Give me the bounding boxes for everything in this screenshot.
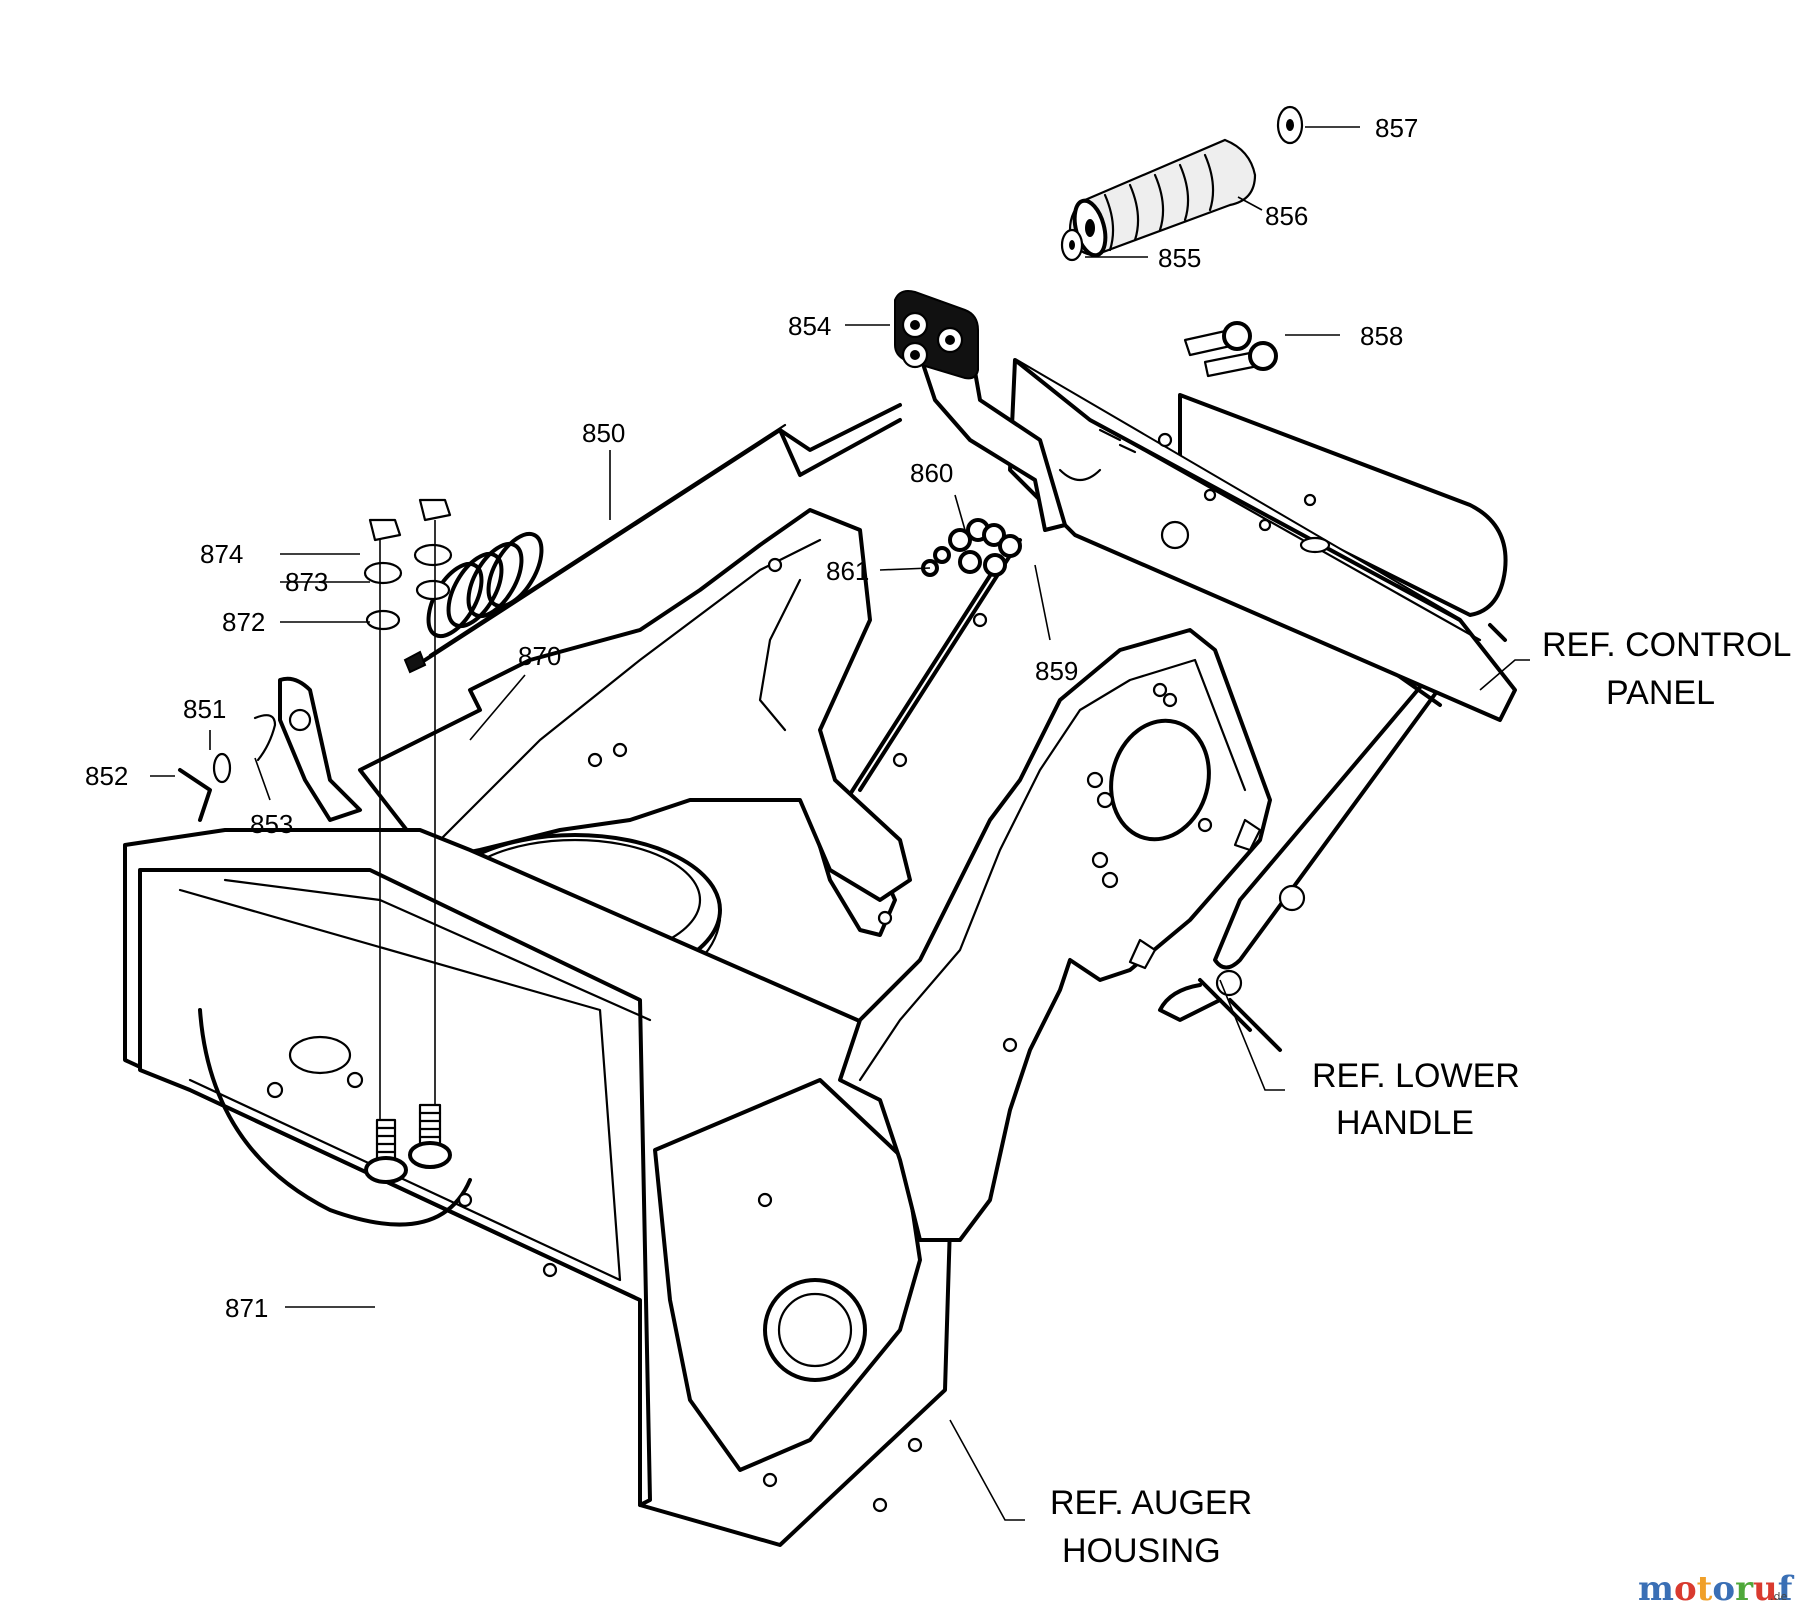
ref-lower-handle-line2: HANDLE [1336,1104,1474,1142]
callout-850: 850 [582,418,625,448]
watermark-letter: o [1674,1569,1697,1609]
ref-control-panel-line1: REF. CONTROL [1542,626,1791,664]
callout-870: 870 [518,641,561,671]
watermark-logo: motoruf .de [1638,1569,1795,1609]
handle-grip [1060,105,1304,262]
ref-auger-housing-line2: HOUSING [1062,1532,1221,1570]
callout-851: 851 [183,694,226,724]
small-hardware [921,518,1022,577]
callout-852: 852 [85,761,128,791]
leader-lines [150,126,1530,1521]
watermark-letter: o [1712,1569,1735,1609]
watermark-letter: m [1638,1569,1674,1609]
reference-labels: REF. CONTROL PANEL REF. LOWER HANDLE REF… [1050,626,1791,1570]
callout-857: 857 [1375,113,1418,143]
callout-874: 874 [200,539,243,569]
callout-853: 853 [250,809,293,839]
callout-858: 858 [1360,321,1403,351]
shave-plate-bolts [364,1103,452,1184]
callout-861: 861 [826,556,869,586]
watermark-letter: f [1778,1569,1795,1609]
control-panel-bracket [1008,358,1517,722]
ref-control-panel-line2: PANEL [1606,674,1715,712]
callout-856: 856 [1265,201,1308,231]
ref-lower-handle-line1: REF. LOWER [1312,1057,1520,1095]
watermark-letter: t [1697,1569,1713,1609]
chute-tilt-hardware [178,498,453,822]
callout-855: 855 [1158,243,1201,273]
callout-871: 871 [225,1293,268,1323]
watermark-letter: r [1735,1569,1754,1609]
callout-873: 873 [285,567,328,597]
chute-crank-rod [423,403,902,662]
callout-labels: 857 856 855 854 858 850 860 861 859 870 … [85,113,1418,1323]
lower-handle [1013,393,1508,1052]
ref-auger-housing-line1: REF. AUGER [1050,1484,1252,1522]
callout-860: 860 [910,458,953,488]
callout-872: 872 [222,607,265,637]
callout-859: 859 [1035,656,1078,686]
watermark-suffix: .de [1770,1590,1787,1603]
callout-854: 854 [788,311,831,341]
watermark-text: motoruf [1638,1569,1795,1609]
carriage-bolts [1183,321,1278,378]
auger-housing [123,828,952,1547]
frame-side-plate [838,628,1272,1242]
watermark-letter: u [1753,1569,1778,1609]
